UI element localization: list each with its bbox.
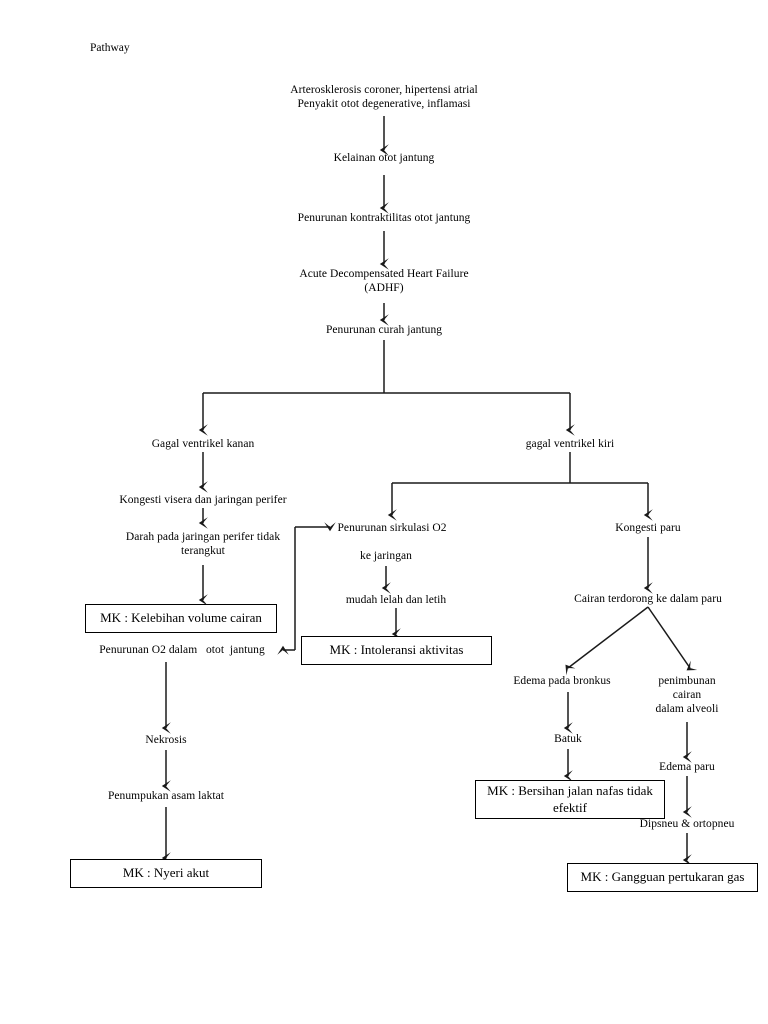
node-gagal-ventrikel-kanan: Gagal ventrikel kanan xyxy=(151,438,255,450)
node-kelainan-otot-jantung: Kelainan otot jantung xyxy=(333,152,435,164)
node-penumpukan-asam-laktat: Penumpukan asam laktat xyxy=(107,790,225,802)
node-mudah-lelah-letih: mudah lelah dan letih xyxy=(345,594,447,606)
node-darah-jaringan-perifer: Darah pada jaringan perifer tidak terang… xyxy=(125,531,281,558)
box-intoleransi-aktivitas: MK : Intoleransi aktivitas xyxy=(301,636,492,665)
node-nekrosis: Nekrosis xyxy=(145,734,187,746)
node-etiology: Arterosklerosis coroner, hipertensi atri… xyxy=(290,84,478,111)
node-dipsneu-ortopneu: Dipsneu & ortopneu xyxy=(639,818,735,830)
node-penurunan-curah-jantung: Penurunan curah jantung xyxy=(325,324,443,336)
box-gangguan-pertukaran-gas: MK : Gangguan pertukaran gas xyxy=(567,863,758,892)
node-penurunan-sirkulasi-o2: Penurunan sirkulasi O2 xyxy=(337,522,447,534)
node-edema-paru: Edema paru xyxy=(659,761,715,773)
node-penurunan-o2-otot-jantung: Penurunan O2 dalam otot jantung xyxy=(99,644,265,656)
box-bersihan-jalan-nafas: MK : Bersihan jalan nafas tidak efektif xyxy=(475,780,665,819)
node-kongesti-paru: Kongesti paru xyxy=(615,522,681,534)
node-penurunan-kontraktilitas: Penurunan kontraktilitas otot jantung xyxy=(297,212,471,224)
node-cairan-terdorong-paru: Cairan terdorong ke dalam paru xyxy=(574,593,722,605)
node-gagal-ventrikel-kiri: gagal ventrikel kiri xyxy=(525,438,615,450)
node-edema-pada-bronkus: Edema pada bronkus xyxy=(513,675,611,687)
box-nyeri-akut: MK : Nyeri akut xyxy=(70,859,262,888)
node-ke-jaringan: ke jaringan xyxy=(360,550,412,562)
box-kelebihan-volume-cairan: MK : Kelebihan volume cairan xyxy=(85,604,277,633)
node-batuk: Batuk xyxy=(554,733,582,745)
node-adhf: Acute Decompensated Heart Failure (ADHF) xyxy=(299,268,469,295)
node-penimbunan-cairan-alveoli: penimbunan cairan dalam alveoli xyxy=(655,675,719,716)
node-kongesti-visera: Kongesti visera dan jaringan perifer xyxy=(119,494,287,506)
page-title: Pathway xyxy=(90,42,130,54)
